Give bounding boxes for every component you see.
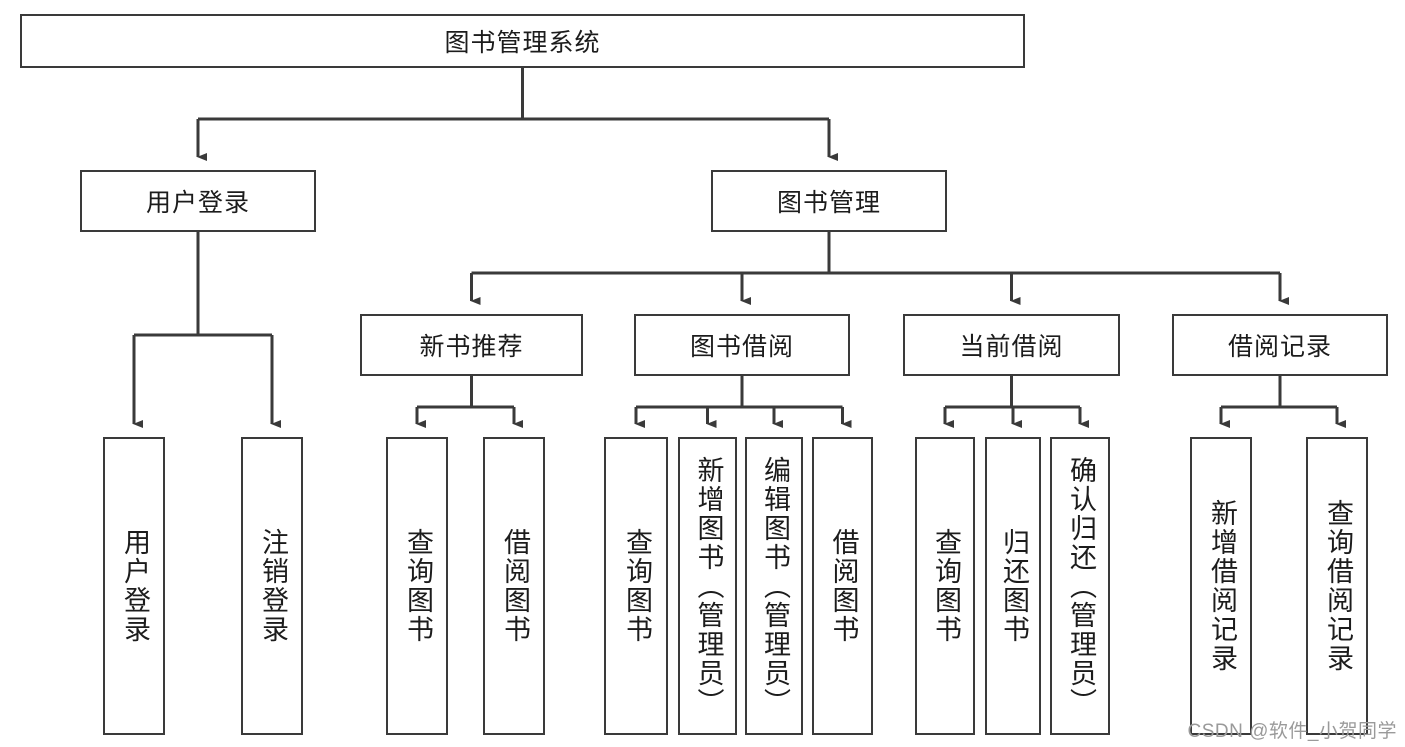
leaf-query-borrow-record[interactable]: 查询借阅记录 xyxy=(1306,437,1368,735)
leaf-label: 用户登录 xyxy=(119,528,150,644)
leaf-logout[interactable]: 注销登录 xyxy=(241,437,303,735)
leaf-borrow-book-rec[interactable]: 借阅图书 xyxy=(483,437,545,735)
leaf-label: 借阅图书 xyxy=(499,528,530,644)
leaf-label: 查询借阅记录 xyxy=(1322,499,1353,673)
leaf-query-book-rec[interactable]: 查询图书 xyxy=(386,437,448,735)
leaf-label: 新增借阅记录 xyxy=(1206,499,1237,673)
leaf-query-book-current[interactable]: 查询图书 xyxy=(915,437,975,735)
leaf-label: 编辑图书（管理员） xyxy=(759,455,790,717)
leaf-add-borrow-record[interactable]: 新增借阅记录 xyxy=(1190,437,1252,735)
node-current-borrow[interactable]: 当前借阅 xyxy=(903,314,1120,376)
node-new-book-recommend[interactable]: 新书推荐 xyxy=(360,314,583,376)
leaf-add-book-admin[interactable]: 新增图书（管理员） xyxy=(678,437,737,735)
leaf-label: 借阅图书 xyxy=(828,528,859,644)
node-borrow-record[interactable]: 借阅记录 xyxy=(1172,314,1388,376)
leaf-user-login[interactable]: 用户登录 xyxy=(103,437,165,735)
leaf-edit-book-admin[interactable]: 编辑图书（管理员） xyxy=(745,437,803,735)
watermark: CSDN @软件_小贺同学 xyxy=(1187,721,1397,742)
leaf-return-book[interactable]: 归还图书 xyxy=(985,437,1041,735)
leaf-label: 新增图书（管理员） xyxy=(693,455,724,717)
leaf-label: 查询图书 xyxy=(402,528,433,644)
node-book-borrow[interactable]: 图书借阅 xyxy=(634,314,850,376)
node-user-login[interactable]: 用户登录 xyxy=(80,170,316,232)
leaf-query-book-borrow[interactable]: 查询图书 xyxy=(604,437,668,735)
leaf-label: 查询图书 xyxy=(930,528,961,644)
leaf-label: 注销登录 xyxy=(257,528,288,644)
node-root[interactable]: 图书管理系统 xyxy=(20,14,1025,68)
leaf-confirm-return-admin[interactable]: 确认归还（管理员） xyxy=(1050,437,1110,735)
node-book-manage[interactable]: 图书管理 xyxy=(711,170,947,232)
leaf-borrow-book[interactable]: 借阅图书 xyxy=(812,437,873,735)
leaf-label: 查询图书 xyxy=(621,528,652,644)
leaf-label: 确认归还（管理员） xyxy=(1065,455,1096,717)
leaf-label: 归还图书 xyxy=(998,528,1029,644)
